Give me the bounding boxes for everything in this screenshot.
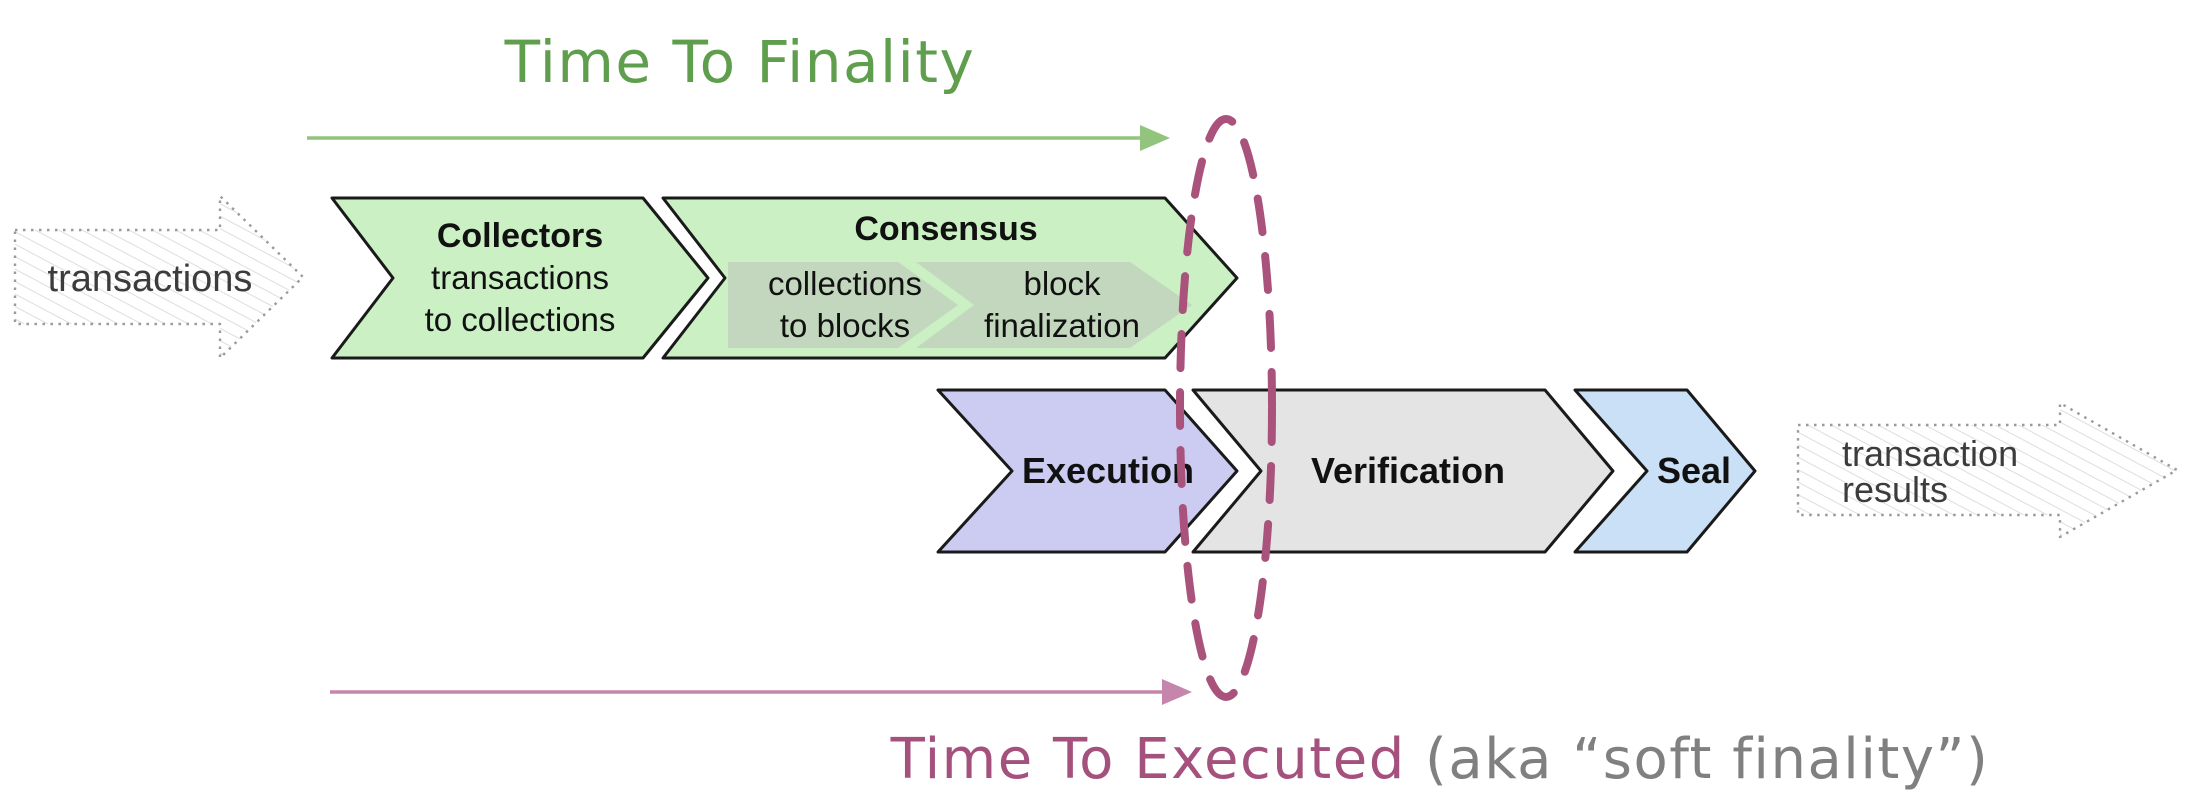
collectors-title: Collectors: [437, 217, 603, 255]
time-to-executed-caption: Time To Executed (aka “soft finality”): [890, 727, 1990, 792]
results-label-line2: results: [1842, 469, 1948, 510]
verification-title: Verification: [1311, 450, 1505, 491]
execution-title: Execution: [1022, 450, 1194, 491]
results-label-line1: transaction: [1842, 433, 2018, 474]
consensus-sub2-line2: finalization: [984, 307, 1140, 344]
transaction-results-output-arrow: transaction results: [1796, 401, 2179, 539]
executed-arrowhead-icon: [1162, 679, 1192, 705]
finality-timeline-arrow: [307, 125, 1170, 151]
results-arrow-shape: [1796, 401, 2179, 539]
finality-arrowhead-icon: [1140, 125, 1170, 151]
collectors-line1: transactions: [431, 259, 609, 296]
execution-chevron: Execution: [936, 388, 1239, 554]
verification-chevron: Verification: [1191, 388, 1615, 554]
consensus-sub1-line2: to blocks: [780, 307, 910, 344]
transactions-input-arrow: transactions: [13, 194, 305, 360]
transactions-input-label: transactions: [48, 258, 253, 300]
consensus-title: Consensus: [854, 210, 1037, 248]
collectors-chevron: Collectors transactions to collections: [330, 196, 710, 360]
executed-timeline-arrow: [330, 679, 1192, 705]
time-to-executed-title: Time To Executed: [890, 727, 1406, 792]
consensus-sub2-line1: block: [1023, 265, 1101, 302]
seal-title: Seal: [1657, 450, 1731, 491]
consensus-sub1-line1: collections: [768, 265, 922, 302]
collections-to-blocks-subchevron: [728, 262, 958, 348]
block-finalization-subchevron: [916, 262, 1192, 348]
finality-boundary-ellipse: [1176, 115, 1276, 701]
collectors-shape: [330, 196, 710, 360]
execution-shape: [936, 388, 1239, 554]
verification-shape: [1191, 388, 1615, 554]
soft-finality-note: (aka “soft finality”): [1406, 727, 1990, 792]
transactions-arrow-shape: [13, 194, 305, 360]
seal-shape: [1573, 388, 1757, 554]
time-to-finality-title: Time To Finality: [504, 28, 976, 96]
collectors-line2: to collections: [425, 301, 616, 338]
consensus-chevron: Consensus collections to blocks block fi…: [661, 196, 1239, 360]
seal-chevron: Seal: [1573, 388, 1757, 554]
